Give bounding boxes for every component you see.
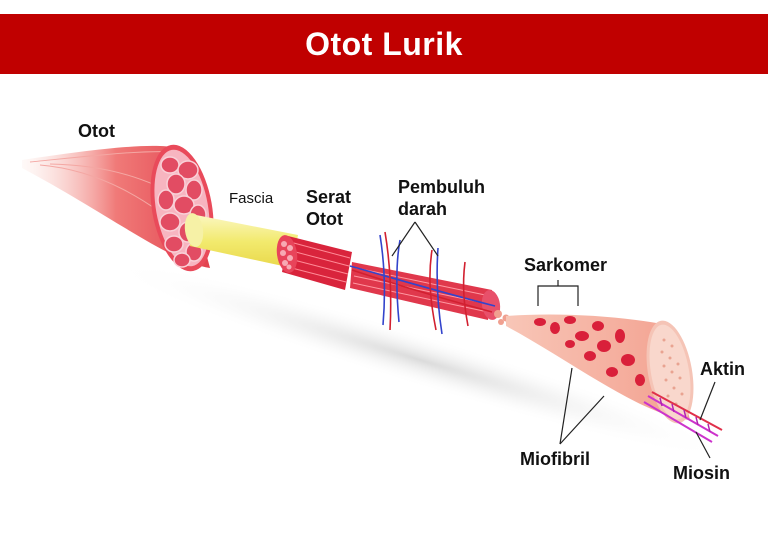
label-pembuluh-darah-line2: darah <box>398 199 448 219</box>
label-fascia: Fascia <box>229 190 274 207</box>
fascia-cylinder <box>184 213 298 268</box>
ground-shadow <box>104 260 736 460</box>
muscle-bundle <box>22 144 214 272</box>
actin-myosin-filaments <box>643 391 723 443</box>
label-pembuluh-darah-line1: Pembuluh <box>398 177 486 197</box>
label-otot: Otot <box>78 121 115 141</box>
label-serat-otot-line1: Serat <box>306 187 352 207</box>
label-miosin: Miosin <box>673 463 730 483</box>
title-bar: Otot Lurik <box>0 14 768 74</box>
muscle-fiber <box>349 231 501 335</box>
label-miofibril: Miofibril <box>520 449 590 469</box>
label-aktin: Aktin <box>700 359 745 379</box>
myofibril <box>506 314 694 424</box>
label-sarkomer: Sarkomer <box>524 255 608 275</box>
muscle-fiber-bundle <box>276 235 352 290</box>
page-title: Otot Lurik <box>305 25 463 62</box>
label-serat-otot-line2: Otot <box>306 209 343 229</box>
blood-vessels <box>349 231 496 335</box>
pointer-lines <box>391 221 716 459</box>
